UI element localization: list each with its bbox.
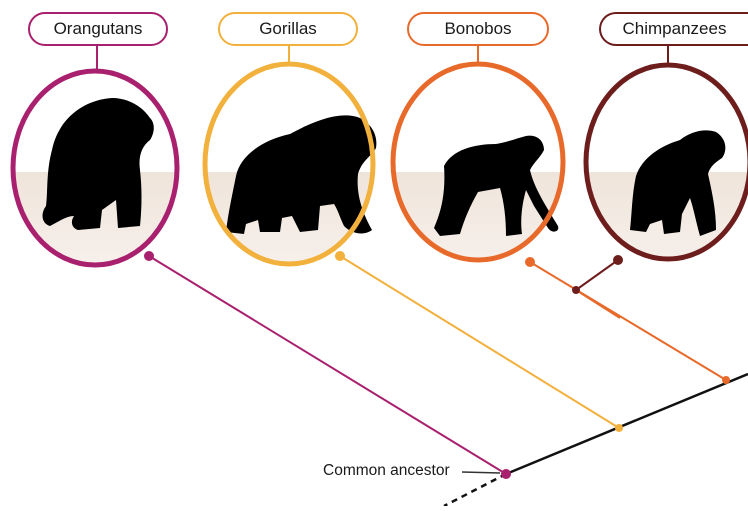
chimpanzees-label: Chimpanzees: [599, 12, 748, 46]
bonobos-circle: [380, 64, 580, 272]
gorillas-branch: [340, 256, 619, 428]
bonobos-label: Bonobos: [407, 12, 549, 46]
bonobos-branch: [530, 262, 726, 380]
chimpanzees-node: [613, 255, 623, 265]
ancestor-leader-line: [462, 472, 500, 473]
chimpanzees-circle: [580, 65, 748, 272]
chimpanzees-branch: [576, 260, 618, 290]
common-ancestor-node: [501, 469, 511, 479]
gorillas-node: [335, 251, 345, 261]
chimp-bonobo-stem: [576, 290, 620, 318]
trunk-dashed-extension: [444, 474, 506, 506]
orangutans-node: [144, 251, 154, 261]
orangutans-label: Orangutans: [28, 12, 168, 46]
gorillas-junction: [615, 424, 623, 432]
chimp-bonobo-split-node: [572, 286, 580, 294]
gorillas-label: Gorillas: [218, 12, 358, 46]
gorillas-circle: [190, 64, 390, 272]
bonobos-node: [525, 257, 535, 267]
orangutans-circle: [0, 71, 200, 272]
common-ancestor-label: Common ancestor: [323, 462, 450, 480]
bonobos-junction: [722, 376, 730, 384]
trunk-line: [506, 374, 748, 474]
orangutans-branch: [149, 256, 506, 474]
